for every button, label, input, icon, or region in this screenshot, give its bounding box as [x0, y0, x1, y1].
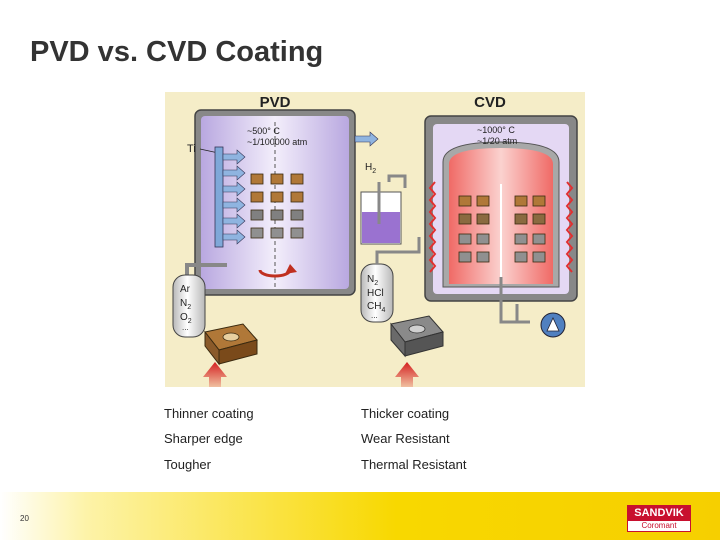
svg-text:...: ... [371, 311, 378, 320]
svg-text:Ar: Ar [180, 284, 191, 295]
cvd-h2-flask [360, 174, 407, 245]
pvd-trait-sharper: Sharper edge [164, 431, 243, 446]
cvd-inserts [458, 195, 546, 263]
svg-text:HCl: HCl [367, 288, 384, 299]
pvd-trait-tougher: Tougher [164, 457, 211, 472]
pvd-target-label: Ti [187, 143, 196, 155]
cvd-pump [540, 312, 566, 338]
cvd-red-arrow [395, 362, 419, 387]
svg-text:H2: H2 [365, 162, 376, 175]
cvd-heading: CVD [474, 94, 506, 111]
cvd-trait-thermal: Thermal Resistant [361, 457, 467, 472]
svg-text:O2: O2 [180, 312, 192, 325]
cvd-trait-wear: Wear Resistant [361, 431, 450, 446]
pvd-heading: PVD [260, 94, 291, 111]
svg-text:CH4: CH4 [367, 301, 385, 314]
svg-text:N2: N2 [180, 298, 191, 311]
page-number: 20 [20, 514, 29, 523]
svg-text:...: ... [182, 323, 189, 332]
pvd-cvd-diagram: PVD ~500° C ~1/100000 atm Ti [165, 92, 585, 387]
pvd-outlet-arrow [354, 131, 379, 147]
slide-title: PVD vs. CVD Coating [30, 36, 324, 68]
pvd-trait-thinner: Thinner coating [164, 406, 254, 421]
pvd-target-bar [214, 146, 246, 248]
pvd-rotation-arrowhead [285, 264, 297, 274]
pvd-red-arrow [203, 362, 227, 387]
brand-division: Coromant [641, 521, 677, 530]
cvd-coated-insert [390, 315, 444, 358]
pvd-pressure: ~1/100000 atm [247, 137, 307, 147]
pvd-coated-insert [204, 323, 258, 366]
cvd-pressure: ~1/20 atm [477, 136, 517, 146]
cvd-outflow-pipe [499, 277, 530, 324]
cvd-gas-bottle [360, 237, 421, 323]
pvd-gas-pipe [185, 263, 195, 277]
cvd-temperature: ~1000° C [477, 125, 515, 135]
pvd-inserts [250, 173, 304, 239]
svg-text:N2: N2 [367, 274, 378, 287]
footer-bar: 20 SANDVIK Coromant [0, 492, 720, 540]
brand-name: SANDVIK [628, 506, 690, 521]
pvd-temperature: ~500° C [247, 126, 280, 136]
pvd-gas-bottle [172, 274, 206, 338]
cvd-trait-thicker: Thicker coating [361, 406, 450, 421]
sandvik-logo: SANDVIK Coromant [627, 505, 691, 532]
